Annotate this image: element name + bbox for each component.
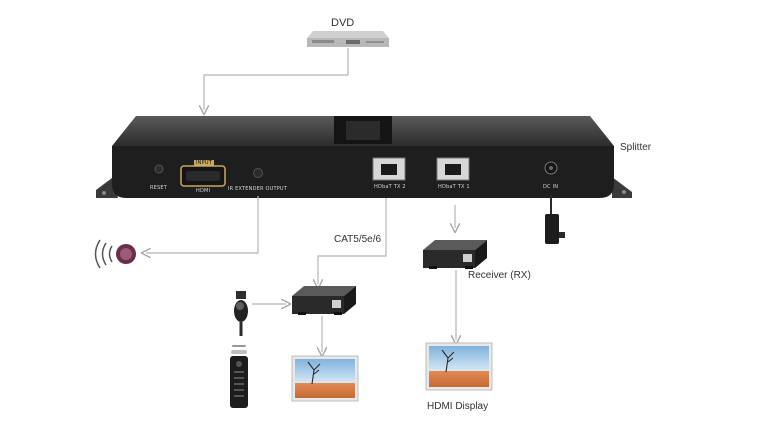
receiver-label: Receiver (RX)	[468, 270, 531, 281]
reset-button	[154, 164, 164, 174]
ir-receiver-icon	[234, 291, 248, 336]
dvd-label: DVD	[331, 17, 355, 29]
hdmi-display-label: HDMI Display	[427, 401, 489, 412]
hdmi-input-label: INPUT	[194, 160, 214, 166]
hdmi-display-icon	[291, 355, 359, 402]
hdmi-display-icon	[425, 342, 493, 391]
reset-label: RESET	[150, 185, 168, 191]
splitter-label: Splitter	[620, 142, 652, 153]
dvd-player-icon	[307, 31, 389, 47]
dvd-connector-line	[204, 48, 349, 110]
ir-output-jack	[253, 168, 263, 178]
power-adapter-icon	[545, 195, 565, 244]
tx2-label: HDbaT TX 2	[374, 184, 406, 190]
hdmi-port-label: HDMI	[196, 188, 211, 194]
ir-output-label: IR EXTENDER OUTPUT	[228, 186, 288, 192]
remote-control-icon	[230, 345, 248, 408]
receiver-box-icon	[292, 286, 356, 315]
tx1-label: HDbaT TX 1	[438, 184, 470, 190]
ir-emitter-icon	[94, 239, 136, 269]
cat-cable-line	[318, 198, 387, 284]
splitter-device	[96, 116, 632, 198]
receiver-box-icon	[423, 240, 487, 269]
dc-in-label: DC IN	[543, 184, 559, 190]
cable-label: CAT5/5e/6	[334, 234, 382, 245]
ir-connector-line	[146, 196, 259, 253]
